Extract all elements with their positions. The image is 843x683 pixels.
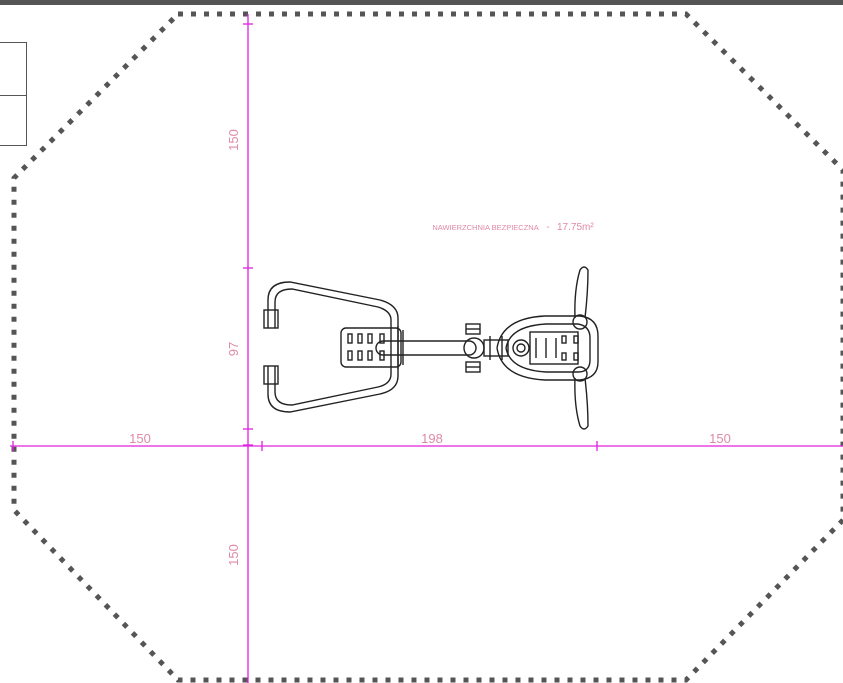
area-annotation: NAWIERZCHNIA BEZPIECZNA - 17.75m² [432, 217, 594, 234]
dimension-lines [10, 14, 843, 683]
dimension-top-vertical: 150 [226, 129, 241, 151]
title-bar [0, 0, 843, 5]
main-beam [375, 337, 485, 359]
seat-frame [496, 315, 599, 381]
equipment-drawing [263, 266, 599, 430]
foot-plate [340, 326, 404, 369]
area-separator: - [546, 222, 549, 233]
front-handle-frame [263, 281, 399, 413]
connector [483, 336, 530, 360]
dimension-middle-vertical: 97 [226, 342, 241, 356]
dimension-right-horizontal: 150 [709, 431, 731, 446]
dimension-middle-horizontal: 198 [421, 431, 443, 446]
legend-divider [0, 95, 26, 96]
safety-zone-boundary [11, 11, 843, 683]
dimension-left-horizontal: 150 [129, 431, 151, 446]
area-value: 17.75m² [557, 222, 594, 233]
dimension-bottom-vertical: 150 [226, 544, 241, 566]
slider-pads [465, 323, 481, 373]
legend-box [0, 42, 27, 146]
area-label: NAWIERZCHNIA BEZPIECZNA [432, 223, 538, 232]
handle-bars [572, 266, 589, 430]
